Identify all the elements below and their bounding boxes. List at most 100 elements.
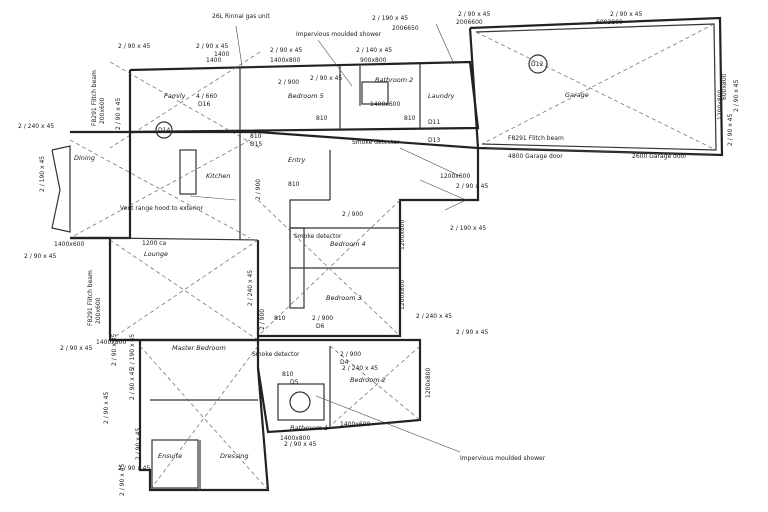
door-code: D15 (250, 141, 262, 148)
note-beam-family-size: 200x600 (99, 97, 106, 124)
svg-text:D14: D14 (158, 127, 170, 134)
window-size: 2006650 (392, 25, 419, 32)
window-size: 1400x800 (96, 339, 126, 346)
note-beam-lounge-size: 200x600 (95, 297, 102, 324)
window-size: 2006600 (456, 19, 483, 26)
door-code: D13 (428, 137, 440, 144)
lintel-label: 2 / 900 (255, 179, 262, 200)
door-code: D4 (340, 359, 349, 366)
room-bedroom5: Bedroom 5 (288, 92, 324, 100)
lintel-label: 2 / 90 x 45 (733, 80, 740, 112)
window-size: 900x800 (360, 57, 387, 64)
window-size: 1400x600 (370, 101, 400, 108)
lintel-label: 2 / 90 x 45 (118, 465, 150, 472)
lintel-label: 2 / 900 (340, 351, 361, 358)
door-size: 810 (288, 181, 300, 188)
room-bathroom2: Bathroom 2 (375, 76, 413, 84)
bath-bed2-block (256, 338, 422, 434)
lintel-label: 2 / 900 (259, 309, 266, 330)
window-size: 1200x600 (440, 173, 470, 180)
lintel-label: 2 / 90 x 45 (458, 11, 490, 18)
window-size: 6003800 (596, 19, 623, 26)
room-lounge: Lounge (144, 250, 168, 258)
lintel-label: 2 / 90 x 45 (60, 345, 92, 352)
note-beam-lounge: F8291 Flitch beam (87, 270, 94, 326)
room-bedroom2: Bedroom 2 (350, 376, 386, 384)
door-size: 810 (316, 115, 328, 122)
lintel-label: 2 / 90 x 45 (24, 253, 56, 260)
note-beam-garage: F8291 Flitch beam (508, 135, 564, 142)
note-smoke-3: Smoke detector (252, 351, 300, 358)
room-kitchen: Kitchen (206, 172, 230, 180)
lintel-label: 2 / 900 (312, 315, 333, 322)
lintel-label: 2 / 190 x 45 (129, 334, 136, 370)
door-marker-garage: D12 (528, 54, 548, 74)
room-family: Family (164, 92, 186, 100)
note-gas-unit: 26L Rinnai gas unit (212, 13, 270, 20)
master-block (110, 338, 270, 492)
room-master: Master Bedroom (172, 344, 226, 352)
lintel-label: 2 / 900 (342, 211, 363, 218)
lintel-label: 2 / 240 x 45 (342, 365, 378, 372)
room-bathroom1: Bathroom 1 (290, 424, 328, 432)
window-size: 1400x600 (54, 241, 84, 248)
door-size: 810 (404, 115, 416, 122)
room-bedroom4: Bedroom 4 (330, 240, 366, 248)
room-garage: Garage (565, 91, 589, 99)
door-code: D11 (428, 119, 440, 126)
lintel-label: 2 / 900 (278, 79, 299, 86)
window-size: 600x800 (721, 73, 728, 100)
door-code: D6 (316, 323, 325, 330)
window-size: 1400x600 (340, 421, 370, 428)
lintel-label: 2 / 190 x 45 (450, 225, 486, 232)
window-size: 1200x800 (399, 280, 406, 310)
lintel-label: 2 / 240 x 45 (18, 123, 54, 130)
lintel-label: 2 / 90 x 45 (310, 75, 342, 82)
window-size: 1400 (206, 57, 221, 64)
leader-lines (189, 23, 467, 453)
lintel-label: 2 / 90 x 45 (119, 464, 126, 496)
room-ensuite: Ensuite (158, 452, 182, 460)
lintel-label: 2 / 240 x 45 (247, 270, 254, 306)
note-shower-top: Impervious moulded shower (296, 31, 382, 38)
lintel-label: 2 / 90 x 45 (284, 441, 316, 448)
lintel-label: 2 / 240 x 45 (416, 313, 452, 320)
room-dining: Dining (74, 154, 95, 162)
note-garage-door-2: 2600 Garage door (632, 153, 687, 160)
svg-text:D12: D12 (531, 61, 543, 68)
lintel-label: 2 / 90 x 45 (115, 98, 122, 130)
note-lounge-window: 1200 ca (142, 240, 166, 247)
kitchen-block (51, 130, 258, 240)
lintel-label: 2 / 90 x 45 (456, 183, 488, 190)
bedroom-wing (257, 130, 480, 338)
note-shower-bottom: Impervious moulded shower (460, 455, 546, 462)
window-size: 1200x800 (717, 90, 724, 120)
door-size: 810 (250, 133, 262, 140)
lintel-label: 2 / 90 x 45 (456, 329, 488, 336)
window-size: 1400 (214, 51, 229, 58)
lintel-label: 2 / 90 x 45 (610, 11, 642, 18)
lintel-label: 2 / 90 x 45 (111, 334, 118, 366)
window-size: 1200x800 (425, 368, 432, 398)
door-code: D5 (290, 379, 299, 386)
room-dressing: Dressing (220, 452, 249, 460)
note-smoke-2: Smoke detector (294, 233, 342, 240)
note-family-window-code: D16 (198, 101, 210, 108)
note-range-hood: Vent range hood to exterior (120, 205, 204, 212)
lintel-label: 2 / 140 x 45 (356, 47, 392, 54)
door-size: 810 (274, 315, 286, 322)
lintel-label: 2 / 90 x 45 (196, 43, 228, 50)
lintel-label: 2 / 190 x 45 (39, 156, 46, 192)
room-entry: Entry (288, 156, 305, 164)
lintel-label: 2 / 90 x 45 (118, 43, 150, 50)
room-laundry: Laundry (428, 92, 455, 100)
lintel-label: 2 / 90 x 45 (129, 368, 136, 400)
note-family-window: 4 / 660 (196, 93, 217, 100)
window-size: 1400x800 (270, 57, 300, 64)
note-garage-door-1: 4800 Garage door (508, 153, 563, 160)
lintel-label: 2 / 90 x 45 (727, 114, 734, 146)
door-size: 810 (282, 371, 294, 378)
door-marker-family: D14 (155, 121, 173, 139)
lintel-label: 2 / 90 x 45 (135, 428, 142, 460)
